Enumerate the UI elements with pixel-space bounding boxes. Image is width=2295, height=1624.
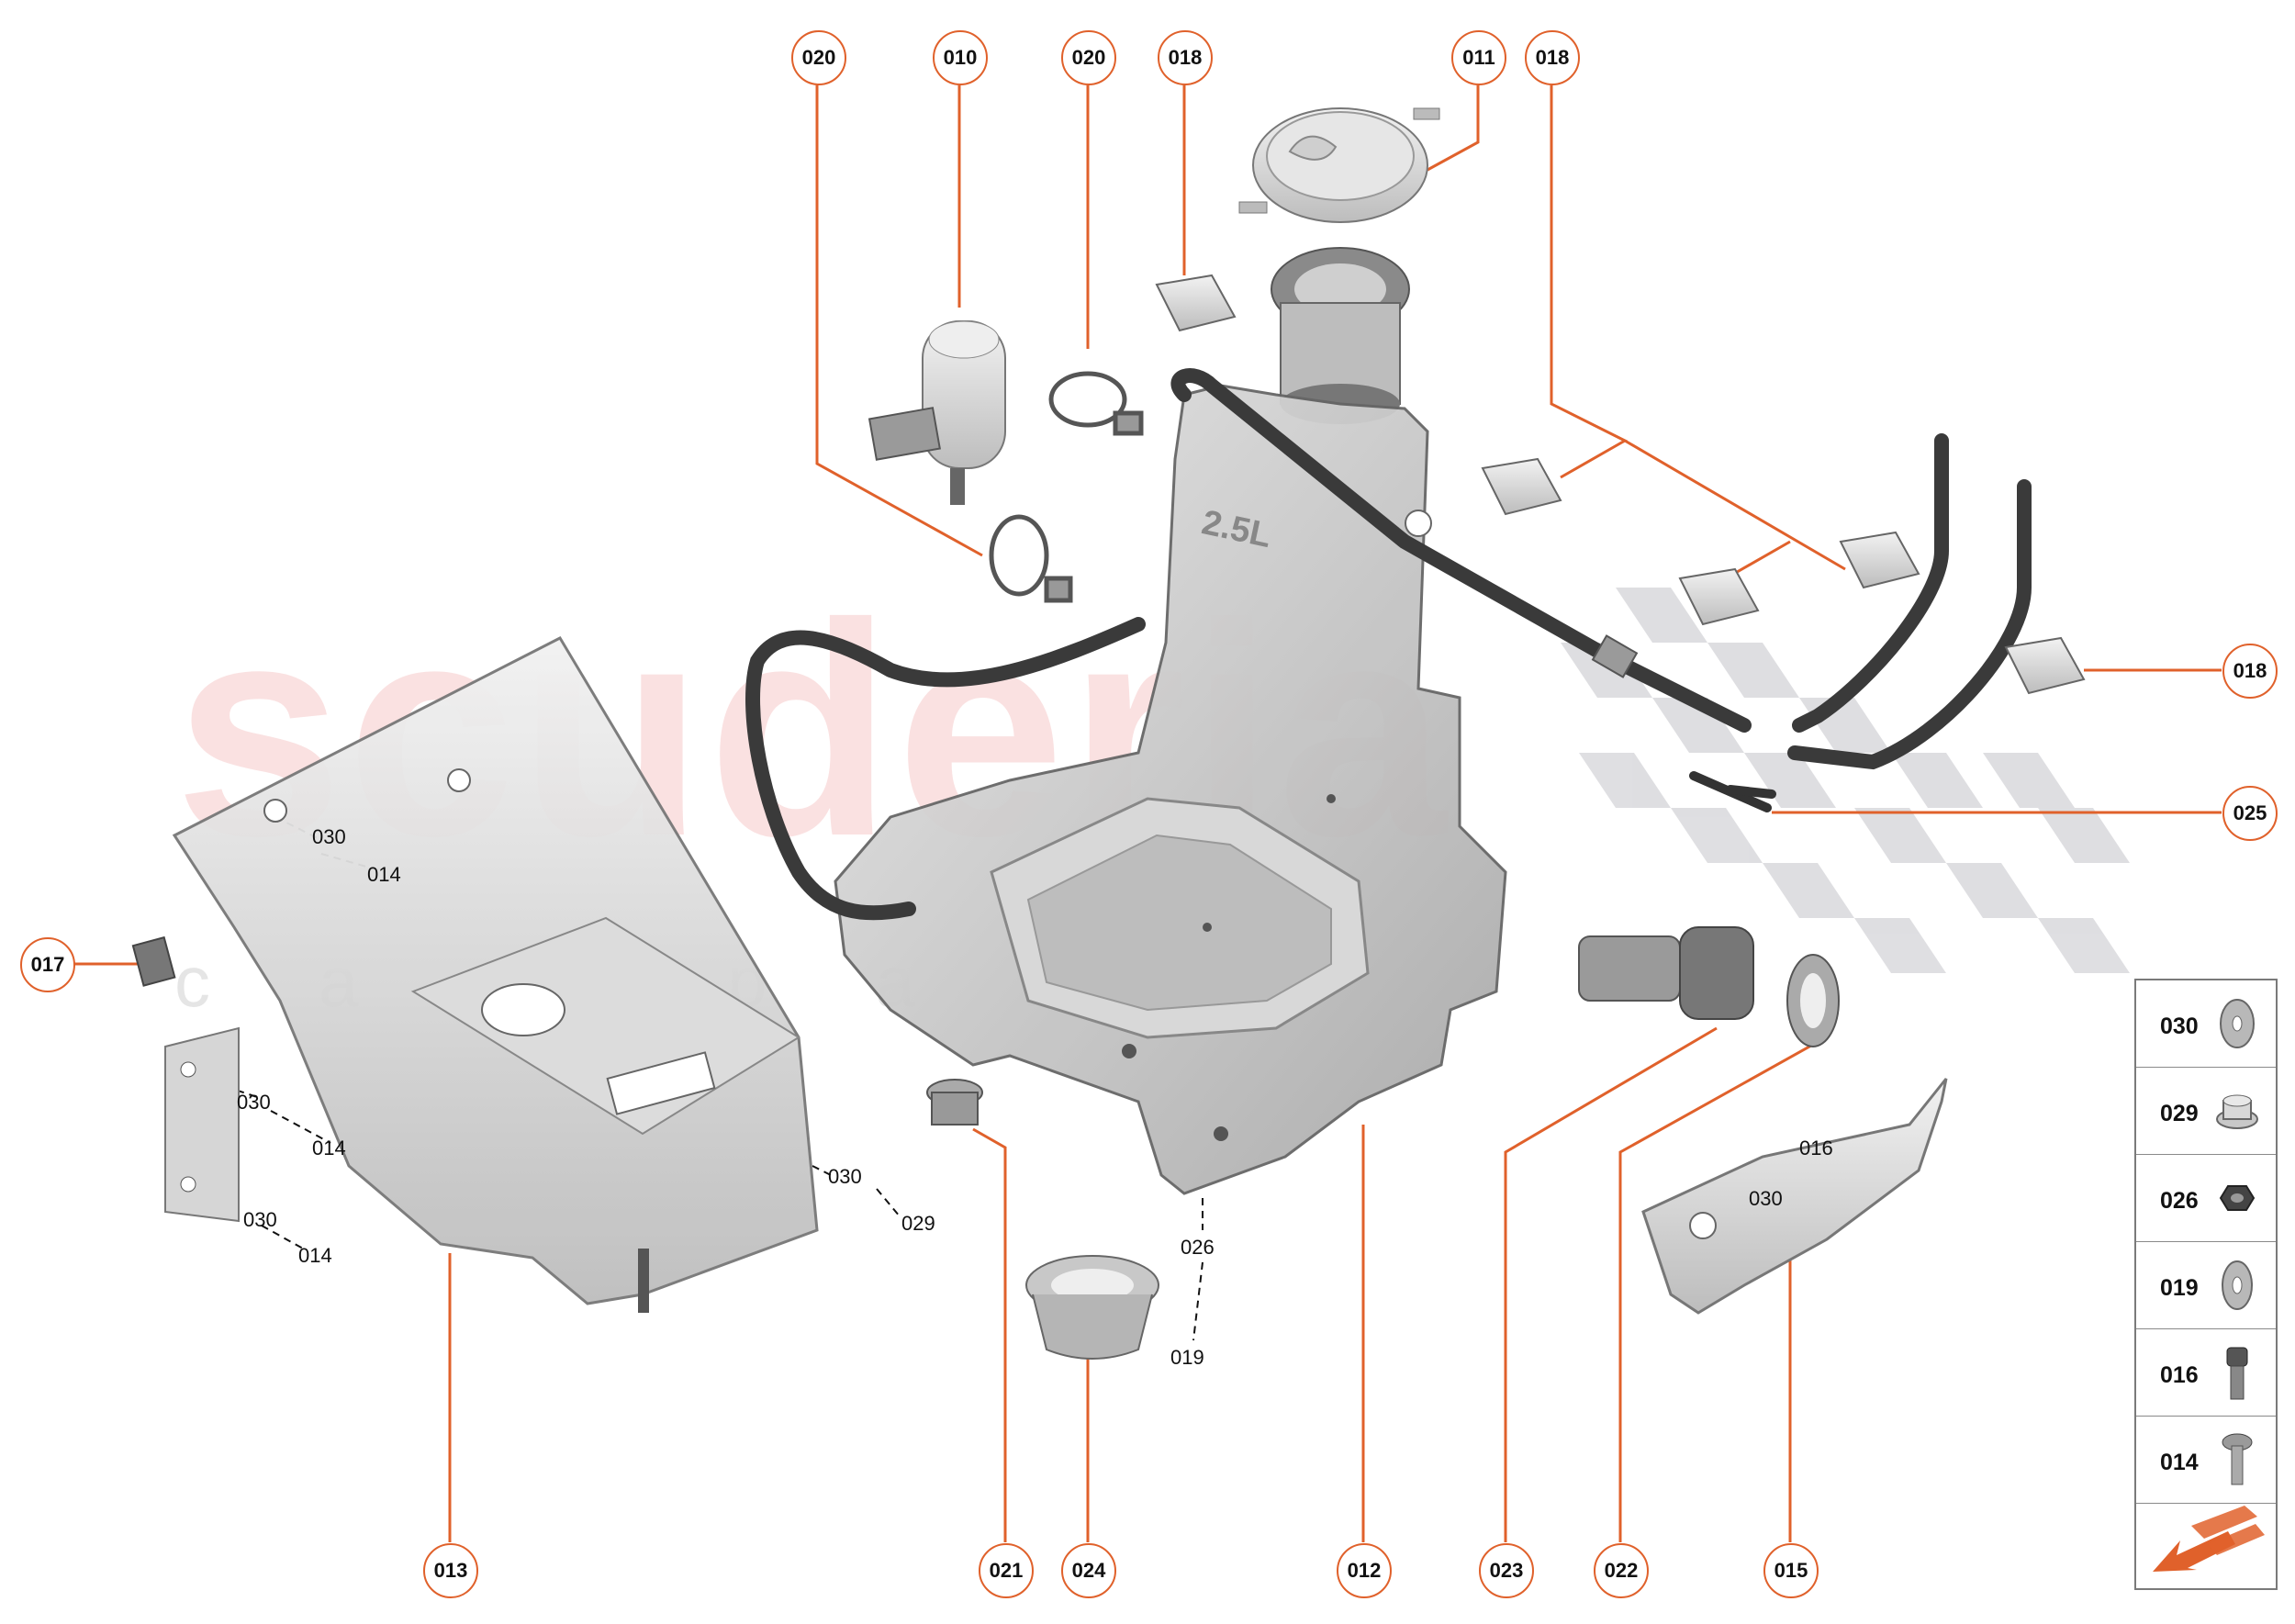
label-014: 014 bbox=[312, 1137, 346, 1159]
callout-013-bracket: 013 bbox=[423, 1543, 478, 1598]
callout-017-clip: 017 bbox=[20, 937, 75, 992]
callout-022-grommet: 022 bbox=[1594, 1543, 1649, 1598]
seal-pads bbox=[1155, 274, 2086, 695]
label-030: 030 bbox=[828, 1165, 862, 1188]
flange-nut-icon bbox=[2216, 1094, 2258, 1129]
hardware-legend: 030 029 026 019 bbox=[2134, 979, 2278, 1590]
hex-nut-icon bbox=[2219, 1185, 2256, 1211]
callout-025-connector: 025 bbox=[2222, 786, 2278, 841]
callout-012-reservoir: 012 bbox=[1337, 1543, 1392, 1598]
label-030: 030 bbox=[243, 1208, 277, 1231]
hose-coupler bbox=[1591, 634, 1639, 678]
socket-cap-screw-icon bbox=[2226, 1347, 2248, 1400]
heat-shield bbox=[1641, 1078, 1948, 1315]
legend-row: 019 bbox=[2136, 1242, 2276, 1329]
callout-024-grommet: 024 bbox=[1061, 1543, 1116, 1598]
hoses bbox=[745, 368, 2032, 921]
washer-icon bbox=[2222, 1260, 2253, 1310]
label-026: 026 bbox=[1181, 1236, 1215, 1259]
reservoir-cap bbox=[1238, 107, 1440, 223]
callout-010-pump: 010 bbox=[933, 30, 988, 85]
leader-lines bbox=[73, 85, 2222, 1542]
legend-row: 014 bbox=[2136, 1417, 2276, 1504]
legend-row: 029 bbox=[2136, 1068, 2276, 1155]
legend-row: 016 bbox=[2136, 1329, 2276, 1417]
pan-head-screw-icon bbox=[2222, 1433, 2253, 1485]
y-connector bbox=[1689, 771, 1776, 812]
washer-reservoir: 2.5L bbox=[834, 384, 1507, 1195]
callout-018-seal: 018 bbox=[1158, 30, 1213, 85]
legend-code: 016 bbox=[2160, 1362, 2199, 1388]
callout-020-clip: 020 bbox=[791, 30, 846, 85]
callout-018-seals: 018 bbox=[1525, 30, 1580, 85]
reservoir-bracket bbox=[164, 636, 819, 1313]
label-014: 014 bbox=[298, 1244, 332, 1267]
label-030: 030 bbox=[237, 1091, 271, 1114]
label-019: 019 bbox=[1170, 1346, 1204, 1369]
next-page-button[interactable] bbox=[2136, 1504, 2276, 1588]
label-030: 030 bbox=[1749, 1187, 1783, 1210]
callout-020-clip-b: 020 bbox=[1061, 30, 1116, 85]
label-030: 030 bbox=[312, 825, 346, 848]
hose-clips bbox=[989, 371, 1144, 603]
checker-pattern bbox=[1561, 588, 2130, 973]
legend-code: 026 bbox=[2160, 1188, 2199, 1214]
legend-code: 014 bbox=[2160, 1450, 2199, 1475]
next-page-arrow-icon[interactable] bbox=[2136, 1504, 2272, 1586]
legend-code: 030 bbox=[2160, 1014, 2199, 1039]
legend-code: 029 bbox=[2160, 1101, 2199, 1126]
label-014: 014 bbox=[367, 863, 401, 886]
flat-washer-icon bbox=[2220, 999, 2255, 1048]
small-grommet bbox=[926, 1079, 983, 1126]
callout-023-sensor: 023 bbox=[1479, 1543, 1534, 1598]
level-sensor bbox=[1578, 926, 1840, 1047]
callout-018-seal-right: 018 bbox=[2222, 644, 2278, 699]
callout-015-shield: 015 bbox=[1763, 1543, 1819, 1598]
label-016: 016 bbox=[1799, 1137, 1833, 1159]
washer-pump bbox=[868, 320, 1006, 505]
legend-row: 030 bbox=[2136, 980, 2276, 1068]
label-029: 029 bbox=[901, 1212, 935, 1235]
bracket-clip bbox=[131, 935, 176, 987]
callout-011-cap: 011 bbox=[1451, 30, 1506, 85]
large-grommet bbox=[1025, 1255, 1159, 1360]
legend-code: 019 bbox=[2160, 1275, 2199, 1301]
callout-021-grommet: 021 bbox=[979, 1543, 1034, 1598]
legend-row: 026 bbox=[2136, 1155, 2276, 1242]
